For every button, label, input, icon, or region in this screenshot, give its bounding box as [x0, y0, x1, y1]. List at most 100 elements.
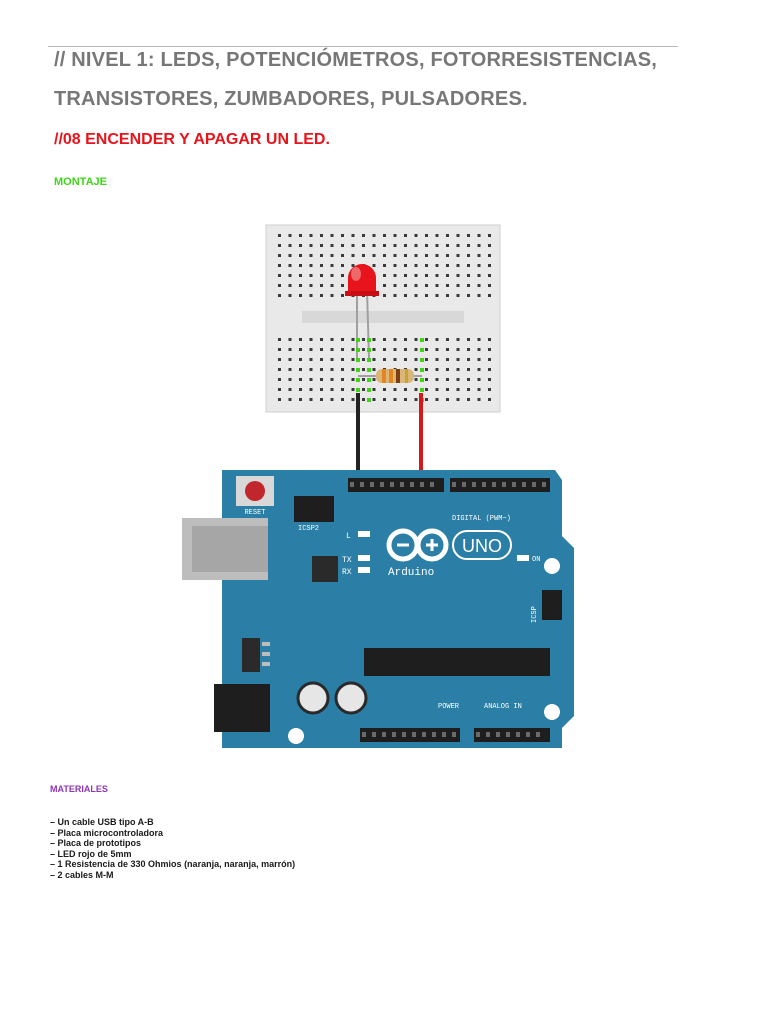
breadboard-hole: [404, 348, 407, 351]
breadboard-hole: [299, 338, 302, 341]
breadboard-hole: [467, 234, 470, 237]
breadboard-hole: [414, 358, 418, 361]
breadboard-hole: [288, 358, 292, 361]
breadboard-hole: [414, 398, 418, 401]
breadboard-hole: [467, 378, 470, 381]
breadboard-hole: [320, 274, 323, 277]
breadboard-hole: [446, 368, 449, 371]
breadboard-hole: [288, 254, 292, 257]
digital-header-left: [348, 478, 444, 492]
breadboard-hole: [330, 244, 334, 247]
breadboard-hole: [404, 244, 407, 247]
breadboard-hole: [477, 398, 481, 401]
header-pin: [526, 732, 530, 737]
breadboard-hole: [299, 254, 302, 257]
breadboard-hole: [435, 264, 439, 267]
breadboard-hole: [425, 338, 428, 341]
breadboard-hole: [278, 294, 281, 297]
highlighted-hole: [356, 388, 360, 392]
breadboard-hole: [393, 348, 397, 351]
breadboard-hole: [309, 294, 313, 297]
breadboard-hole: [477, 244, 481, 247]
analog-header: [474, 728, 550, 742]
icsp2-label: ICSP2: [298, 525, 319, 533]
breadboard-hole: [372, 254, 376, 257]
breadboard-hole: [404, 284, 407, 287]
breadboard-hole: [351, 264, 355, 267]
breadboard-hole: [299, 264, 302, 267]
breadboard-hole: [341, 358, 344, 361]
header-pin: [442, 732, 446, 737]
breadboard-hole: [299, 388, 302, 391]
breadboard-hole: [425, 234, 428, 237]
breadboard-hole: [372, 378, 376, 381]
breadboard-hole: [488, 388, 491, 391]
breadboard-hole: [341, 378, 344, 381]
breadboard-hole: [435, 274, 439, 277]
breadboard-hole: [330, 274, 334, 277]
header-pin: [502, 482, 506, 487]
header-pin: [410, 482, 414, 487]
breadboard-hole: [425, 348, 428, 351]
breadboard-hole: [309, 254, 313, 257]
breadboard-hole: [393, 338, 397, 341]
breadboard-hole: [435, 398, 439, 401]
breadboard-hole: [278, 264, 281, 267]
breadboard-hole: [488, 338, 491, 341]
breadboard-hole: [309, 338, 313, 341]
breadboard-hole: [278, 244, 281, 247]
highlighted-hole: [367, 368, 371, 372]
breadboard-hole: [477, 348, 481, 351]
breadboard-hole: [309, 348, 313, 351]
breadboard-hole: [330, 378, 334, 381]
arduino-logo-icon: [386, 528, 512, 562]
rx-label: RX: [342, 568, 352, 577]
breadboard-hole: [278, 358, 281, 361]
mounting-hole: [544, 558, 560, 574]
montaje-label: MONTAJE: [54, 176, 107, 188]
breadboard-hole: [299, 234, 302, 237]
power-label: POWER: [438, 703, 460, 711]
breadboard-hole: [435, 254, 439, 257]
breadboard-hole: [341, 338, 344, 341]
header-pin: [522, 482, 526, 487]
breadboard-hole: [320, 254, 323, 257]
breadboard-hole: [477, 368, 481, 371]
breadboard-hole: [393, 234, 397, 237]
highlighted-hole: [367, 358, 371, 362]
breadboard-hole: [488, 294, 491, 297]
breadboard-hole: [425, 378, 428, 381]
breadboard-hole: [404, 274, 407, 277]
breadboard-hole: [477, 338, 481, 341]
breadboard-hole: [309, 368, 313, 371]
breadboard-hole: [320, 284, 323, 287]
header-pin: [422, 732, 426, 737]
breadboard-hole: [477, 234, 481, 237]
breadboard-hole: [393, 284, 397, 287]
section-subtitle: //08 ENCENDER Y APAGAR UN LED.: [54, 131, 330, 148]
breadboard-hole: [414, 244, 418, 247]
analog-label: ANALOG IN: [484, 703, 522, 711]
breadboard-hole: [414, 294, 418, 297]
breadboard-hole: [372, 358, 376, 361]
breadboard-hole: [372, 398, 376, 401]
breadboard-hole: [456, 244, 460, 247]
breadboard-hole: [351, 358, 355, 361]
list-item: – Un cable USB tipo A-B: [50, 817, 154, 827]
breadboard-hole: [309, 244, 313, 247]
breadboard-hole: [341, 254, 344, 257]
breadboard-hole: [414, 338, 418, 341]
breadboard-hole: [330, 284, 334, 287]
breadboard-hole: [488, 284, 491, 287]
power-header: [360, 728, 460, 742]
power-jack: [214, 684, 270, 732]
breadboard-hole: [456, 388, 460, 391]
header-pin: [472, 482, 476, 487]
breadboard-hole: [477, 378, 481, 381]
breadboard-hole: [393, 244, 397, 247]
header-pin: [532, 482, 536, 487]
breadboard-hole: [330, 358, 334, 361]
breadboard-hole: [288, 378, 292, 381]
breadboard-hole: [446, 348, 449, 351]
breadboard-hole: [414, 388, 418, 391]
